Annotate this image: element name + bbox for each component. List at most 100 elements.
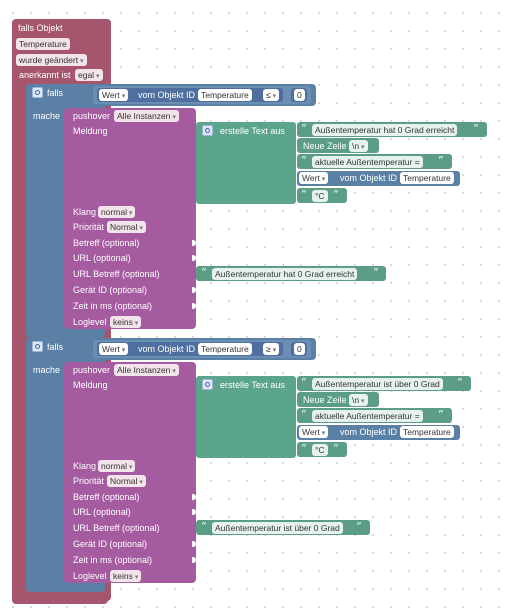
text-line-5-field[interactable]: °C [312,190,328,202]
neue-zeile-dropdown[interactable]: \n [349,140,368,152]
wert-dropdown[interactable]: Wert [299,172,329,184]
url-label: URL (optional) [73,253,131,263]
zeit-label: Zeit in ms (optional) [73,301,153,311]
input-notch[interactable] [192,303,196,309]
quote-icon: ” [333,188,339,201]
zeit-label: Zeit in ms (optional) [73,555,153,565]
prio-label: Priorität [73,476,105,486]
klang-dropdown[interactable]: normal [98,206,136,218]
if-falls-label: falls [47,342,64,352]
input-notch[interactable] [192,494,196,500]
object-id-field[interactable]: Temperature [400,172,454,184]
quote-icon: “ [301,122,307,135]
if-falls-label: falls [47,88,64,98]
quote-icon: “ [301,188,307,201]
gear-icon[interactable] [32,87,43,98]
object-id-field[interactable]: Temperature [198,89,252,101]
vom-objekt-label: vom Objekt ID [138,344,196,354]
gear-icon[interactable] [202,379,213,390]
instance-dropdown[interactable]: Alle Instanzen [114,110,179,122]
operator-dropdown[interactable]: ≤ [263,89,280,101]
text-block-left [196,376,296,458]
quote-icon: “ [201,266,207,279]
url-label: URL (optional) [73,507,131,517]
quote-icon: ” [373,266,379,279]
input-notch[interactable] [192,255,196,261]
text-block-title: erstelle Text aus [220,126,285,136]
operator-dropdown[interactable]: ≥ [263,343,280,355]
klang-dropdown[interactable]: normal [98,460,136,472]
if-mache-label: mache [33,111,61,121]
quote-icon: ” [333,442,339,455]
meldung-label: Meldung [73,126,108,136]
url-betreff-label: URL Betreff (optional) [73,269,160,279]
betreff-label: Betreff (optional) [73,238,140,248]
object-id-field[interactable]: Temperature [198,343,252,355]
text-block-left [196,122,296,204]
vom-objekt-label: vom Objekt ID [138,90,196,100]
wert-dropdown[interactable]: Wert [99,89,129,101]
if-mache-label: mache [33,365,61,375]
klang-label: Klang [73,461,97,471]
text-line-5-field[interactable]: °C [312,444,328,456]
input-notch[interactable] [192,557,196,563]
url-betreff-field[interactable]: Außentemperatur hat 0 Grad erreicht [212,268,358,280]
quote-icon: “ [301,154,307,167]
text-line-3-field[interactable]: aktuelle Außentemperatur = [312,156,423,168]
neue-zeile-dropdown[interactable]: \n [349,394,368,406]
klang-label: Klang [73,207,97,217]
quote-icon: “ [301,408,307,421]
quote-icon: “ [201,520,207,533]
pushover-block[interactable] [64,362,196,583]
betreff-label: Betreff (optional) [73,492,140,502]
trigger-object-field[interactable]: Temperature [16,38,70,50]
quote-icon: ” [438,154,444,167]
loglevel-dropdown[interactable]: keins [110,570,142,582]
loglevel-label: Loglevel [73,571,107,581]
quote-icon: ” [457,376,463,389]
meldung-label: Meldung [73,380,108,390]
trigger-title: falls Objekt [18,23,63,33]
input-notch[interactable] [192,287,196,293]
url-betreff-field[interactable]: Außentemperatur ist über 0 Grad [212,522,343,534]
trigger-ack-dropdown[interactable]: egal [75,69,103,81]
loglevel-label: Loglevel [73,317,107,327]
text-block-title: erstelle Text aus [220,380,285,390]
object-id-field[interactable]: Temperature [400,426,454,438]
quote-icon: ” [356,520,362,533]
text-line-3-field[interactable]: aktuelle Außentemperatur = [312,410,423,422]
pushover-title: pushover [73,365,111,375]
prio-dropdown[interactable]: Normal [107,221,146,233]
text-line-1-field[interactable]: Außentemperatur ist über 0 Grad [312,378,443,390]
instance-dropdown[interactable]: Alle Instanzen [114,364,179,376]
vom-objekt-label: vom Objekt ID [340,173,398,183]
input-notch[interactable] [192,541,196,547]
quote-icon: “ [301,376,307,389]
gear-icon[interactable] [32,341,43,352]
trigger-ack-label: anerkannt ist [19,70,71,80]
geraet-label: Gerät ID (optional) [73,539,148,549]
url-betreff-label: URL Betreff (optional) [73,523,160,533]
trigger-condition-dropdown[interactable]: wurde geändert [16,54,87,66]
trigger-stack-bottom [12,590,108,604]
gear-icon[interactable] [202,125,213,136]
quote-icon: “ [301,442,307,455]
pushover-block[interactable] [64,108,196,329]
geraet-label: Gerät ID (optional) [73,285,148,295]
vom-objekt-label: vom Objekt ID [340,427,398,437]
neue-zeile-label: Neue Zeile [303,141,347,151]
quote-icon: ” [473,122,479,135]
loglevel-dropdown[interactable]: keins [110,316,142,328]
wert-dropdown[interactable]: Wert [299,426,329,438]
input-notch[interactable] [192,240,196,246]
number-field[interactable]: 0 [294,343,305,355]
quote-icon: ” [438,408,444,421]
wert-dropdown[interactable]: Wert [99,343,129,355]
prio-label: Priorität [73,222,105,232]
number-field[interactable]: 0 [294,89,305,101]
neue-zeile-label: Neue Zeile [303,395,347,405]
pushover-title: pushover [73,111,111,121]
text-line-1-field[interactable]: Außentemperatur hat 0 Grad erreicht [312,124,458,136]
input-notch[interactable] [192,509,196,515]
prio-dropdown[interactable]: Normal [107,475,146,487]
